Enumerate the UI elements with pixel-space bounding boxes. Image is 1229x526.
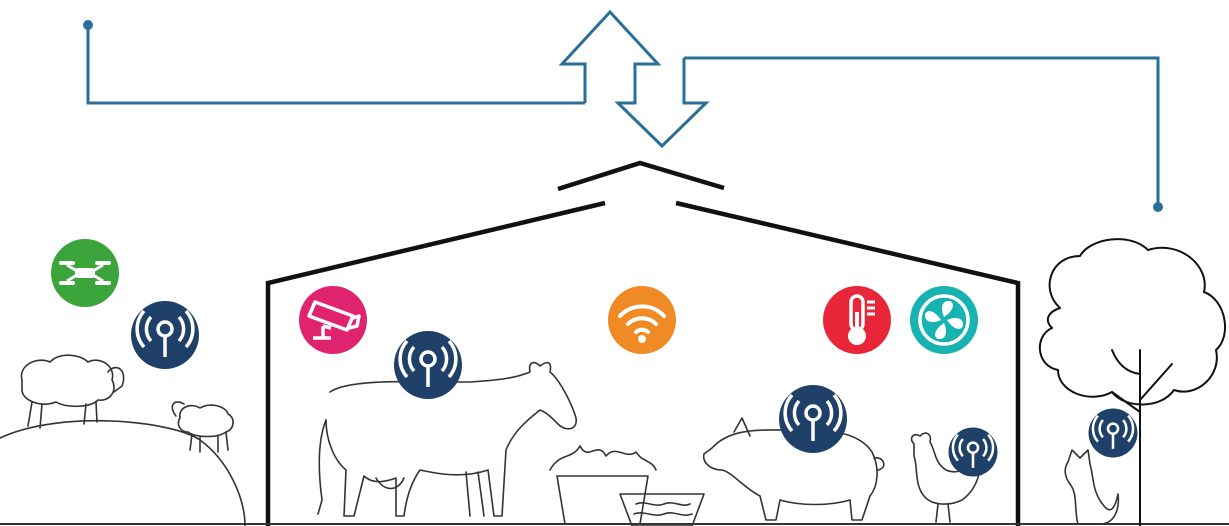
bidirectional-arrow-icon: [558, 9, 710, 149]
fan-icon: [910, 286, 978, 354]
barn: [265, 160, 1021, 526]
sheep-small: [171, 401, 234, 453]
sheep-large: [20, 354, 125, 429]
cow: [317, 361, 577, 517]
connector-right: [684, 56, 1163, 212]
sensor-icon-cow: [392, 329, 464, 401]
tree: [1038, 238, 1227, 526]
sensor-icon-cat: [1087, 407, 1139, 459]
sensor-icon-field: [129, 299, 201, 371]
hill: [0, 419, 246, 526]
sensor-icon-pig: [777, 383, 849, 455]
feed-trough: [549, 445, 657, 525]
water-trough: [619, 493, 705, 526]
cat: [1064, 449, 1120, 525]
drone-icon: [51, 239, 119, 307]
sensor-icon-chicken: [947, 426, 999, 478]
connector-left: [83, 20, 585, 105]
wifi-icon: [608, 286, 676, 354]
camera-icon: [299, 286, 367, 354]
thermometer-icon: [823, 286, 891, 354]
